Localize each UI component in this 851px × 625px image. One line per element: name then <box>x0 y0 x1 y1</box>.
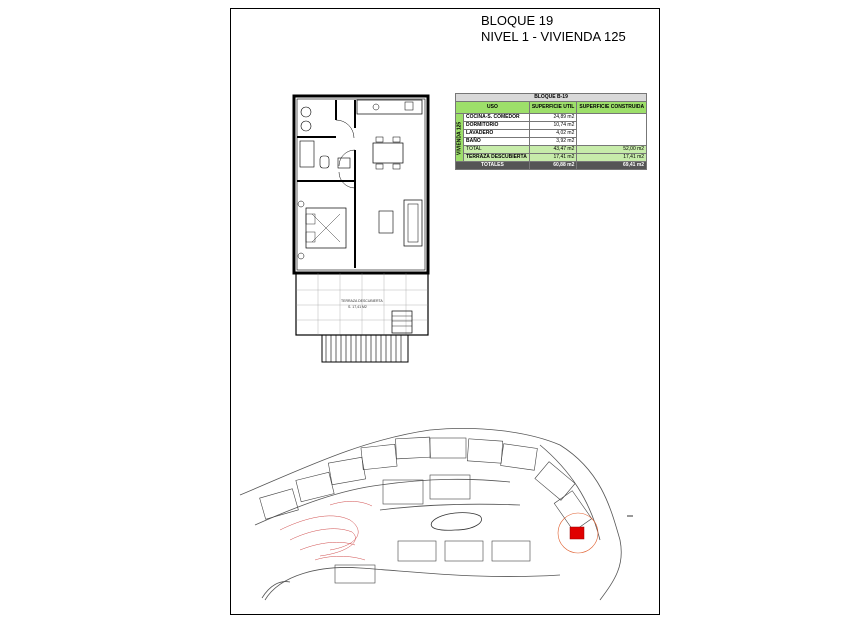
highlighted-unit <box>569 526 585 540</box>
row-construida <box>576 113 648 146</box>
totals-construida: 69,41 m2 <box>576 161 648 170</box>
drawing-sheet-frame <box>230 8 660 615</box>
block-title: BLOQUE 19 <box>481 13 554 28</box>
terrace-area: S. 17,41 M2 <box>348 305 367 309</box>
totals-label: TOTALES <box>455 161 530 170</box>
column-uso: USO <box>455 101 530 114</box>
surface-table: BLOQUE B-19 USO SUPERFICIE UTIL SUPERFIC… <box>454 93 648 170</box>
column-construida: SUPERFICIE CONSTRUIDA <box>576 101 648 114</box>
column-util: SUPERFICIE UTIL <box>528 101 578 114</box>
totals-row: TOTALES 60,88 m2 69,41 m2 <box>455 161 648 170</box>
unit-title: NIVEL 1 - VIVIENDA 125 <box>481 29 626 44</box>
sheet-title: BLOQUE 19 NIVEL 1 - VIVIENDA 125 <box>481 13 626 45</box>
pool <box>430 512 482 531</box>
table-row: VIVIENDA 125 COCINA-S. COMEDOR 24,89 m2 <box>455 113 648 162</box>
table-columns-row: USO SUPERFICIE UTIL SUPERFICIE CONSTRUID… <box>455 101 648 114</box>
terrace-label: TERRAZA DESCUBIERTA <box>341 299 383 303</box>
